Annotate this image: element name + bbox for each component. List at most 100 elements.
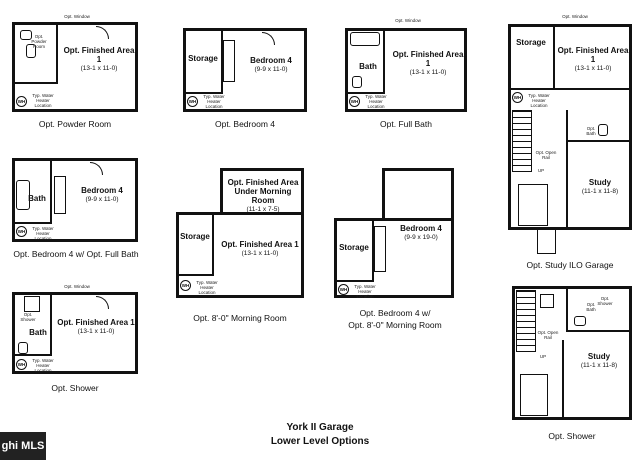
caption: Opt. Bedroom 4 w/ Opt. Full Bath xyxy=(13,249,139,259)
stairs xyxy=(516,290,536,352)
stairs xyxy=(512,110,532,172)
interior-wall xyxy=(183,92,223,94)
page-subtitle: Lower Level Options xyxy=(270,436,370,447)
room-label: Opt. Finished Area 1 (13-1 x 11-0) xyxy=(218,240,302,258)
study-dim: (11-1 x 11-8) xyxy=(581,188,619,195)
bath-note: Opt. Bath xyxy=(586,302,596,312)
window-label: Opt. Window xyxy=(64,14,90,19)
caption: Opt. Bedroom 4 xyxy=(214,119,275,129)
room-dim: (13-1 x 11-0) xyxy=(409,69,447,76)
room-dim: (13-1 x 11-0) xyxy=(80,65,118,72)
room-dim: (13-1 x 11-0) xyxy=(241,250,279,257)
storage-label: Storage xyxy=(516,38,546,47)
interior-wall xyxy=(383,28,385,92)
outer-wall xyxy=(176,212,304,298)
closet xyxy=(520,374,548,416)
water-heater-icon: WH xyxy=(349,96,360,107)
caption: Opt. Study ILO Garage xyxy=(526,260,614,270)
window-label: Opt. Window xyxy=(562,14,588,19)
room-dim: (9-9 x 11-0) xyxy=(85,196,119,203)
interior-wall xyxy=(508,88,632,90)
caption: Opt. 8'-0" Morning Room xyxy=(193,313,287,323)
interior-wall xyxy=(56,22,58,82)
interior-wall xyxy=(566,140,632,142)
interior-wall xyxy=(50,292,52,354)
upper-room-dim: (11-1 x 7-5) xyxy=(246,206,280,213)
room-name: Bedroom 4 xyxy=(400,224,442,233)
room-label: Opt. Finished Area 1 (13-1 x 11-0) xyxy=(390,50,466,77)
water-heater-label: Typ. Water Heater Location xyxy=(354,284,376,299)
bath-label: Bath xyxy=(359,62,377,71)
water-heater-icon: WH xyxy=(16,226,27,237)
water-heater-label: Typ. Water Heater Location xyxy=(32,93,54,108)
room-name: Opt. Finished Area 1 xyxy=(57,318,135,327)
room-dim: (13-1 x 11-0) xyxy=(77,328,115,335)
water-heater-icon: WH xyxy=(187,96,198,107)
bathtub-icon xyxy=(16,180,30,210)
shower-note: Opt. Shower xyxy=(20,312,36,322)
outer-wall xyxy=(12,22,138,112)
stairs-up-label: UP xyxy=(537,168,545,173)
water-heater-icon: WH xyxy=(512,92,523,103)
toilet-icon xyxy=(18,342,28,354)
interior-wall xyxy=(212,212,214,274)
interior-wall xyxy=(12,354,52,356)
bath-note: Opt. Bath xyxy=(586,126,596,136)
closet xyxy=(374,226,386,272)
room-label: Opt. Finished Area 1 (13-1 x 11-0) xyxy=(556,46,630,73)
upper-room-label: Opt. Finished Area Under Morning Room (1… xyxy=(226,178,300,214)
room-label: Bedroom 4 (9-9 x 11-0) xyxy=(68,186,136,204)
water-heater-label: Typ. Water Heater Location xyxy=(32,358,54,373)
stairs-up-label: UP xyxy=(539,354,547,359)
shower-icon xyxy=(540,294,554,308)
water-heater-label: Typ. Water Heater Location xyxy=(203,94,225,109)
study-name: Study xyxy=(587,352,611,361)
bath-label: Bath xyxy=(29,328,47,337)
study-label: Study (11-1 x 11-8) xyxy=(568,352,630,370)
room-label: Bedroom 4 (9-9 x 19-0) xyxy=(390,224,452,242)
interior-wall xyxy=(221,28,223,94)
water-heater-label: Typ. Water Heater Location xyxy=(196,280,218,295)
closet xyxy=(223,40,235,82)
window-label: Opt. Window xyxy=(64,284,90,289)
room-name: Opt. Finished Area 1 xyxy=(392,50,464,68)
shower-note: Opt. Shower xyxy=(597,296,613,306)
study-label: Study (11-1 x 11-8) xyxy=(570,178,630,196)
water-heater-label: Typ. Water Heater Location xyxy=(32,226,54,241)
toilet-icon xyxy=(574,316,586,326)
interior-wall xyxy=(553,24,555,88)
interior-wall xyxy=(372,218,374,280)
interior-wall xyxy=(562,340,564,418)
caption: Opt. Powder Room xyxy=(38,119,112,129)
water-heater-icon: WH xyxy=(16,359,27,370)
room-name: Opt. Finished Area 1 xyxy=(557,46,629,64)
interior-wall xyxy=(12,222,52,224)
caption: Opt. Shower xyxy=(51,383,99,393)
interior-wall xyxy=(334,280,374,282)
room-dim: (13-1 x 11-0) xyxy=(574,65,612,72)
interior-wall xyxy=(566,330,632,332)
outer-wall xyxy=(334,218,454,298)
water-heater-label: Typ. Water Heater Location xyxy=(365,94,387,109)
room-label: Bedroom 4 (9-9 x 11-0) xyxy=(236,56,306,74)
storage-label: Storage xyxy=(339,243,369,252)
interior-wall xyxy=(566,110,568,228)
caption: Opt. Full Bath xyxy=(380,119,432,129)
water-heater-icon: WH xyxy=(180,280,191,291)
room-label: Opt. Finished Area 1 (13-1 x 11-0) xyxy=(62,46,136,73)
entry-wall xyxy=(537,230,538,254)
room-name: Bedroom 4 xyxy=(250,56,292,65)
interior-wall xyxy=(176,274,214,276)
room-name: Opt. Finished Area 1 xyxy=(63,46,135,64)
water-heater-icon: WH xyxy=(338,284,349,295)
interior-wall xyxy=(50,158,52,222)
sink-icon xyxy=(20,30,32,40)
closet xyxy=(54,176,66,214)
room-dim: (9-9 x 19-0) xyxy=(404,234,438,241)
window-label: Opt. Window xyxy=(395,18,421,23)
storage-label: Storage xyxy=(188,54,218,63)
room-name: Bedroom 4 xyxy=(81,186,123,195)
interior-wall xyxy=(12,82,58,84)
entry-wall xyxy=(537,253,556,254)
interior-wall xyxy=(345,92,385,94)
